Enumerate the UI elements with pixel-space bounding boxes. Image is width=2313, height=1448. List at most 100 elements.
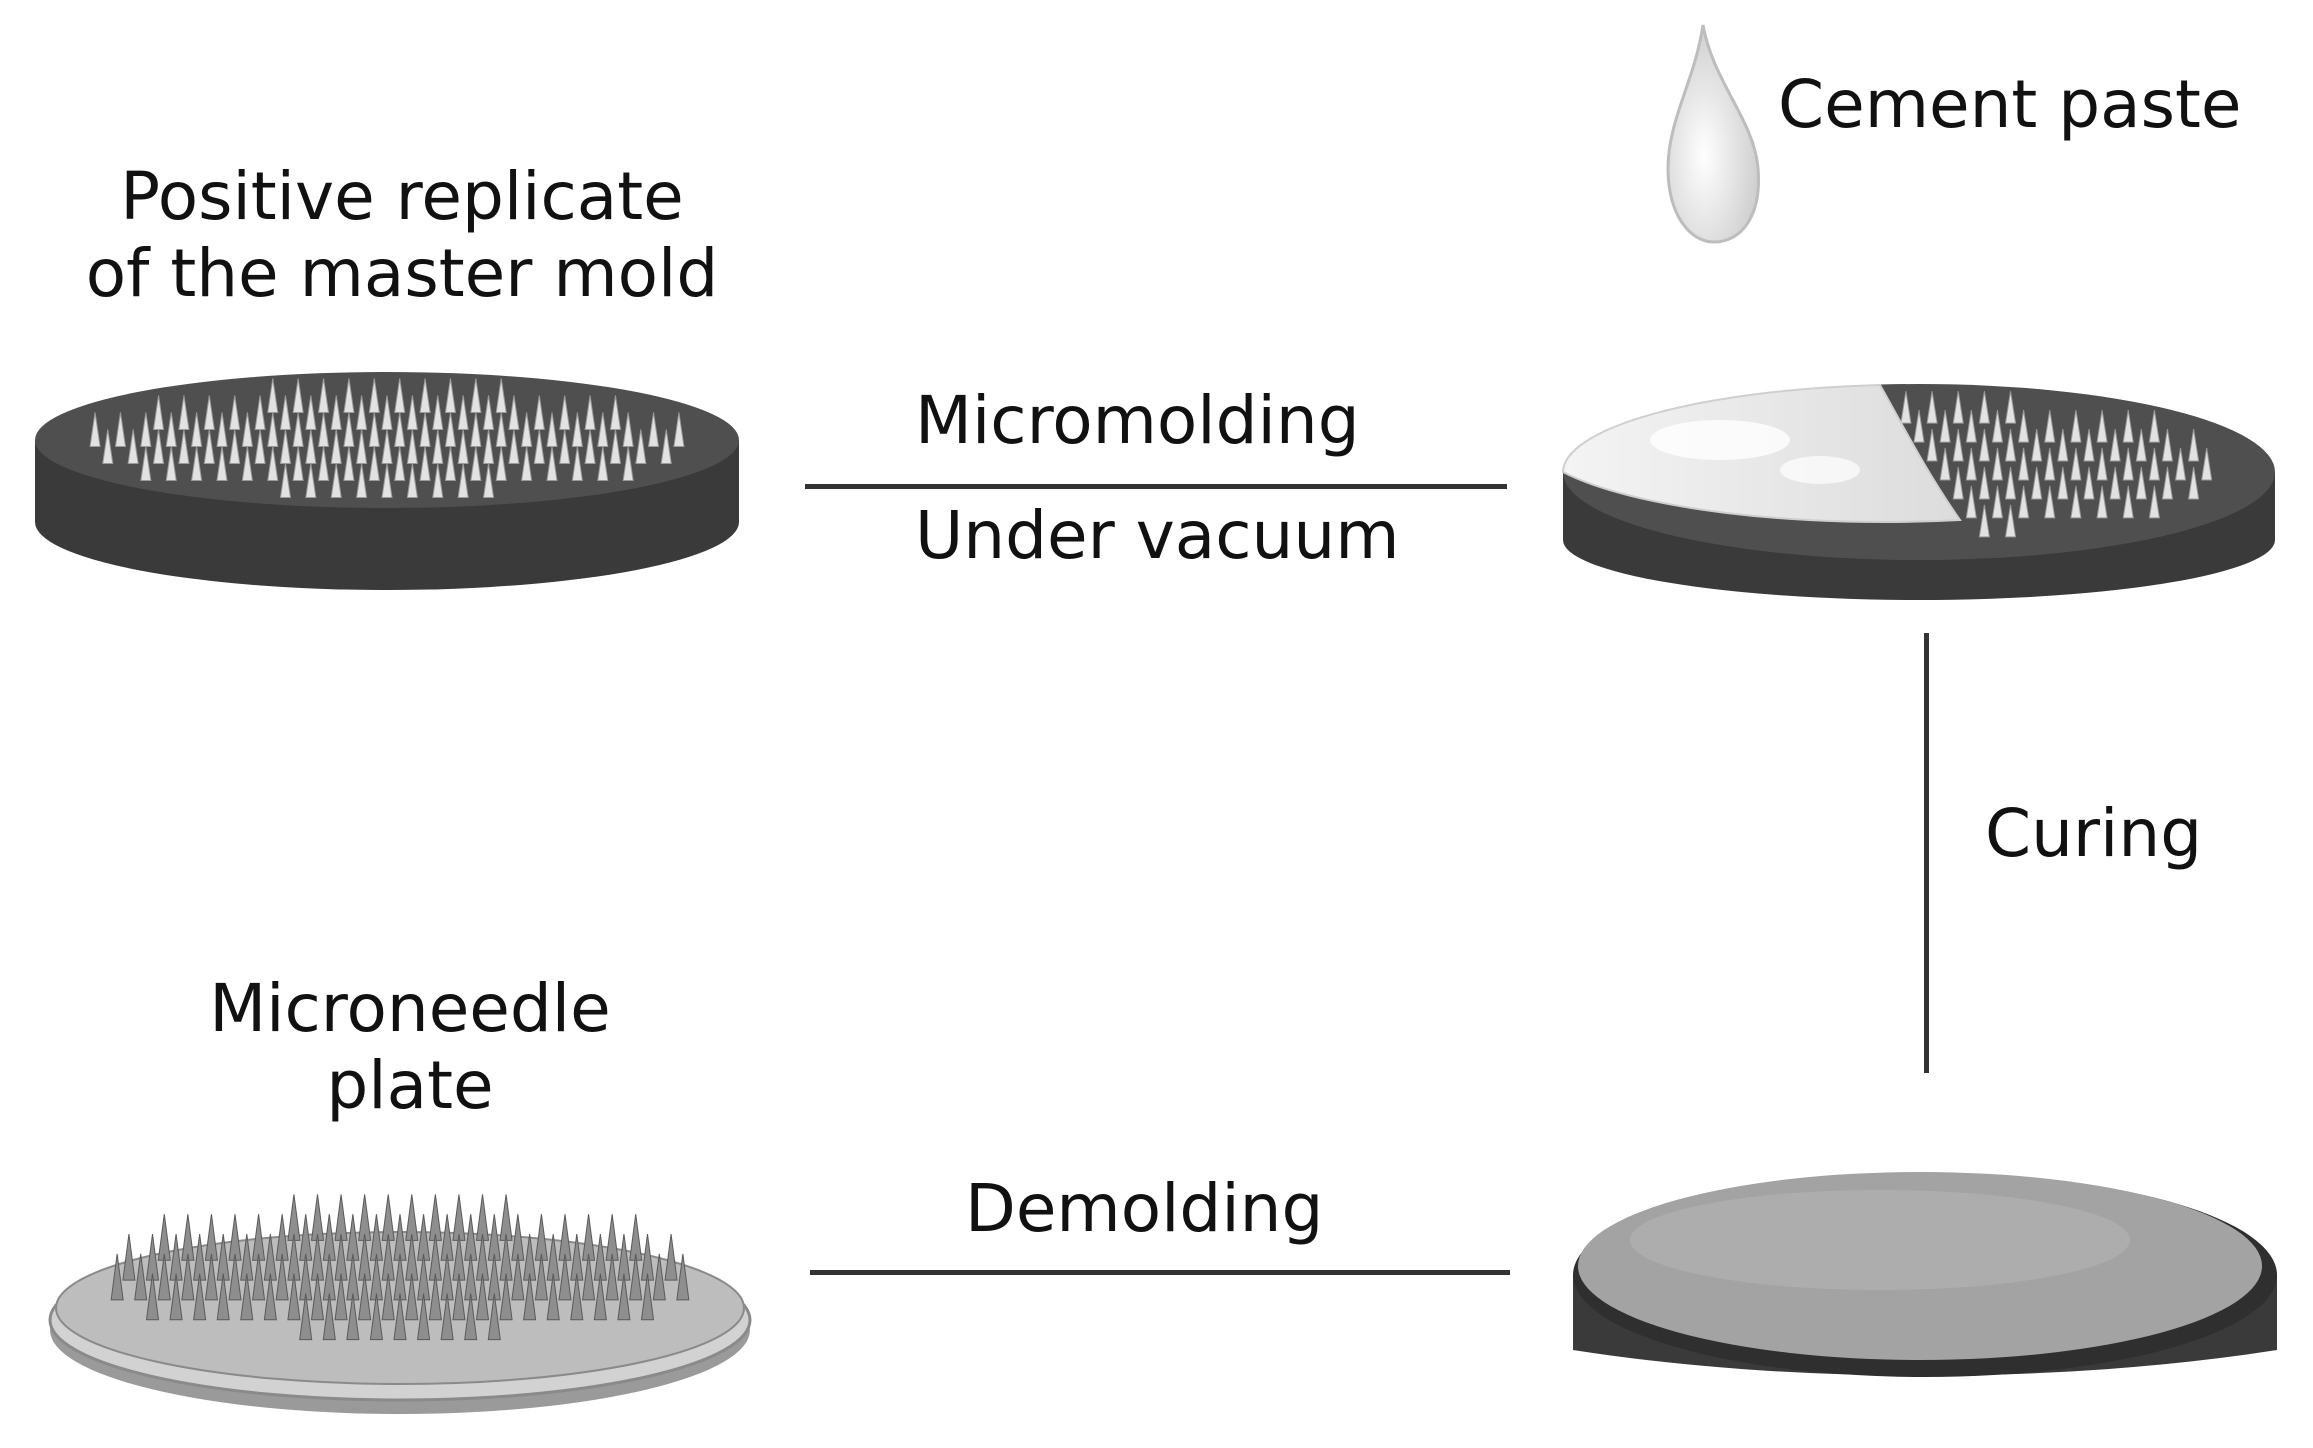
needle [487, 1293, 501, 1341]
needle [381, 463, 393, 498]
needle [558, 1214, 572, 1261]
needle [571, 446, 583, 481]
needle [1952, 391, 1964, 424]
needle [470, 446, 482, 481]
needle [157, 1253, 171, 1301]
needle [193, 1273, 207, 1321]
needle [2109, 428, 2121, 462]
micromolding-line [805, 484, 1507, 489]
needle [629, 1214, 643, 1261]
needle [1991, 410, 2004, 443]
needle [2004, 391, 2017, 424]
needle [305, 463, 317, 498]
needle [428, 1273, 442, 1321]
needle [452, 1273, 466, 1321]
needle [511, 1253, 525, 1301]
needle [635, 429, 647, 464]
needle [2096, 447, 2108, 481]
microneedle-plate-label-line2: plate [326, 1047, 494, 1125]
needle [444, 446, 457, 481]
needle [405, 1273, 419, 1321]
micromolding-label: Micromolding [915, 382, 1360, 459]
needle [1926, 391, 1938, 424]
needle [191, 446, 203, 481]
needle [2135, 466, 2147, 500]
needle [534, 1214, 548, 1261]
needle [2201, 447, 2213, 481]
needle [428, 1194, 442, 1241]
needle [1939, 410, 1951, 443]
needle [1965, 447, 1977, 481]
cement-paste-label: Cement paste [1778, 66, 2242, 143]
needle [457, 463, 469, 498]
needle [582, 1214, 596, 1261]
needle [640, 1273, 655, 1321]
needle [181, 1214, 195, 1261]
needle [356, 463, 368, 498]
needle [2174, 447, 2187, 481]
needle [622, 446, 634, 481]
needle [2083, 428, 2095, 462]
needle [334, 1273, 348, 1321]
needle [2122, 447, 2134, 481]
microneedle-plate-label: Microneedle plate [150, 970, 670, 1124]
needle [2148, 485, 2160, 519]
curing-label: Curing [1985, 795, 2203, 872]
needle [2057, 466, 2069, 500]
needle [89, 412, 101, 447]
needle [533, 429, 545, 464]
needle [617, 1273, 631, 1321]
needle [570, 1273, 584, 1321]
replicate-needles [89, 378, 685, 498]
needle [279, 463, 292, 498]
needle [287, 1194, 301, 1241]
under-vacuum-label: Under vacuum [915, 497, 1400, 574]
needle [299, 1293, 313, 1341]
needle [2018, 410, 2030, 443]
needle [204, 1253, 218, 1301]
needle [381, 1273, 395, 1321]
needle [475, 1273, 490, 1321]
needle [2031, 466, 2043, 500]
needle [2044, 447, 2056, 481]
needle [559, 429, 571, 464]
needle [660, 429, 672, 464]
needle [2044, 410, 2056, 443]
needle [558, 1253, 572, 1301]
needle [2070, 447, 2082, 481]
needle [216, 446, 228, 481]
needle [1991, 485, 2004, 519]
needle [2096, 410, 2108, 443]
needle [145, 1273, 160, 1321]
needle [2031, 428, 2043, 462]
needle [252, 1214, 266, 1261]
mold-with-cement-paste [1561, 383, 2275, 600]
needle [2018, 485, 2030, 519]
needle [676, 1253, 690, 1301]
needle [534, 1253, 548, 1301]
needle [652, 1253, 666, 1301]
needle [263, 1273, 277, 1321]
needle [495, 446, 507, 481]
needle [499, 1194, 513, 1241]
needle [330, 463, 342, 498]
needle [310, 1194, 325, 1241]
needle [2083, 466, 2095, 500]
needle [216, 1273, 230, 1321]
needle [110, 1253, 124, 1301]
needle [2004, 466, 2017, 500]
needle [2161, 466, 2174, 500]
needle [343, 446, 355, 481]
needle [228, 1253, 242, 1301]
needle [582, 1253, 596, 1301]
needle [169, 1273, 183, 1321]
needle [178, 429, 190, 464]
needle [381, 1194, 395, 1241]
needle [1978, 504, 1990, 538]
needle [2161, 428, 2174, 462]
needle [2096, 485, 2108, 519]
needle [2004, 504, 2017, 538]
needle [140, 446, 152, 481]
needle [406, 463, 418, 498]
